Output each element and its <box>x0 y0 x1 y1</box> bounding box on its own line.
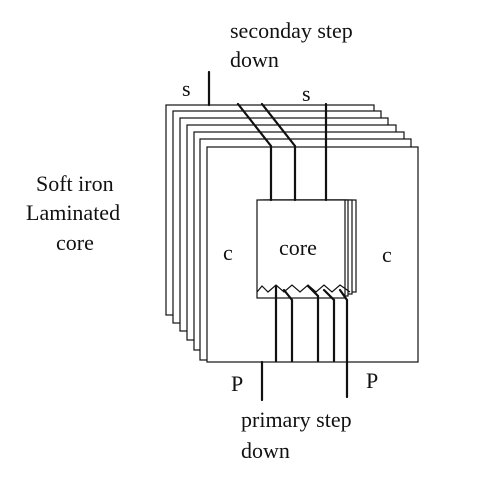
c-label-right: c <box>382 242 392 267</box>
primary-label-line2: down <box>241 438 290 463</box>
secondary-label-line2: down <box>230 47 279 72</box>
soft-iron-label-line1: Soft iron <box>36 171 114 196</box>
core-window <box>256 199 357 299</box>
primary-turn-3 <box>306 284 320 363</box>
p-label-left: P <box>231 371 243 396</box>
primary-coil-top <box>256 284 351 293</box>
core-center <box>256 199 346 299</box>
primary-winding <box>256 284 351 402</box>
secondary-turn-1 <box>236 102 273 202</box>
soft-iron-label-line2: Laminated <box>26 200 120 225</box>
soft-iron-label-line3: core <box>56 230 94 255</box>
primary-label-line1: primary step <box>241 407 352 432</box>
secondary-turn-2 <box>260 102 297 202</box>
s-label-right: s <box>302 81 311 106</box>
primary-turn-4 <box>322 288 336 363</box>
p-label-right: P <box>366 368 378 393</box>
primary-lead-right <box>338 288 349 399</box>
primary-turn-2 <box>282 288 294 363</box>
c-label-left: c <box>223 240 233 265</box>
secondary-label-line1: seconday step <box>230 18 353 43</box>
secondary-winding <box>207 70 328 202</box>
core-label: core <box>279 235 317 260</box>
s-label-left: s <box>182 76 191 101</box>
